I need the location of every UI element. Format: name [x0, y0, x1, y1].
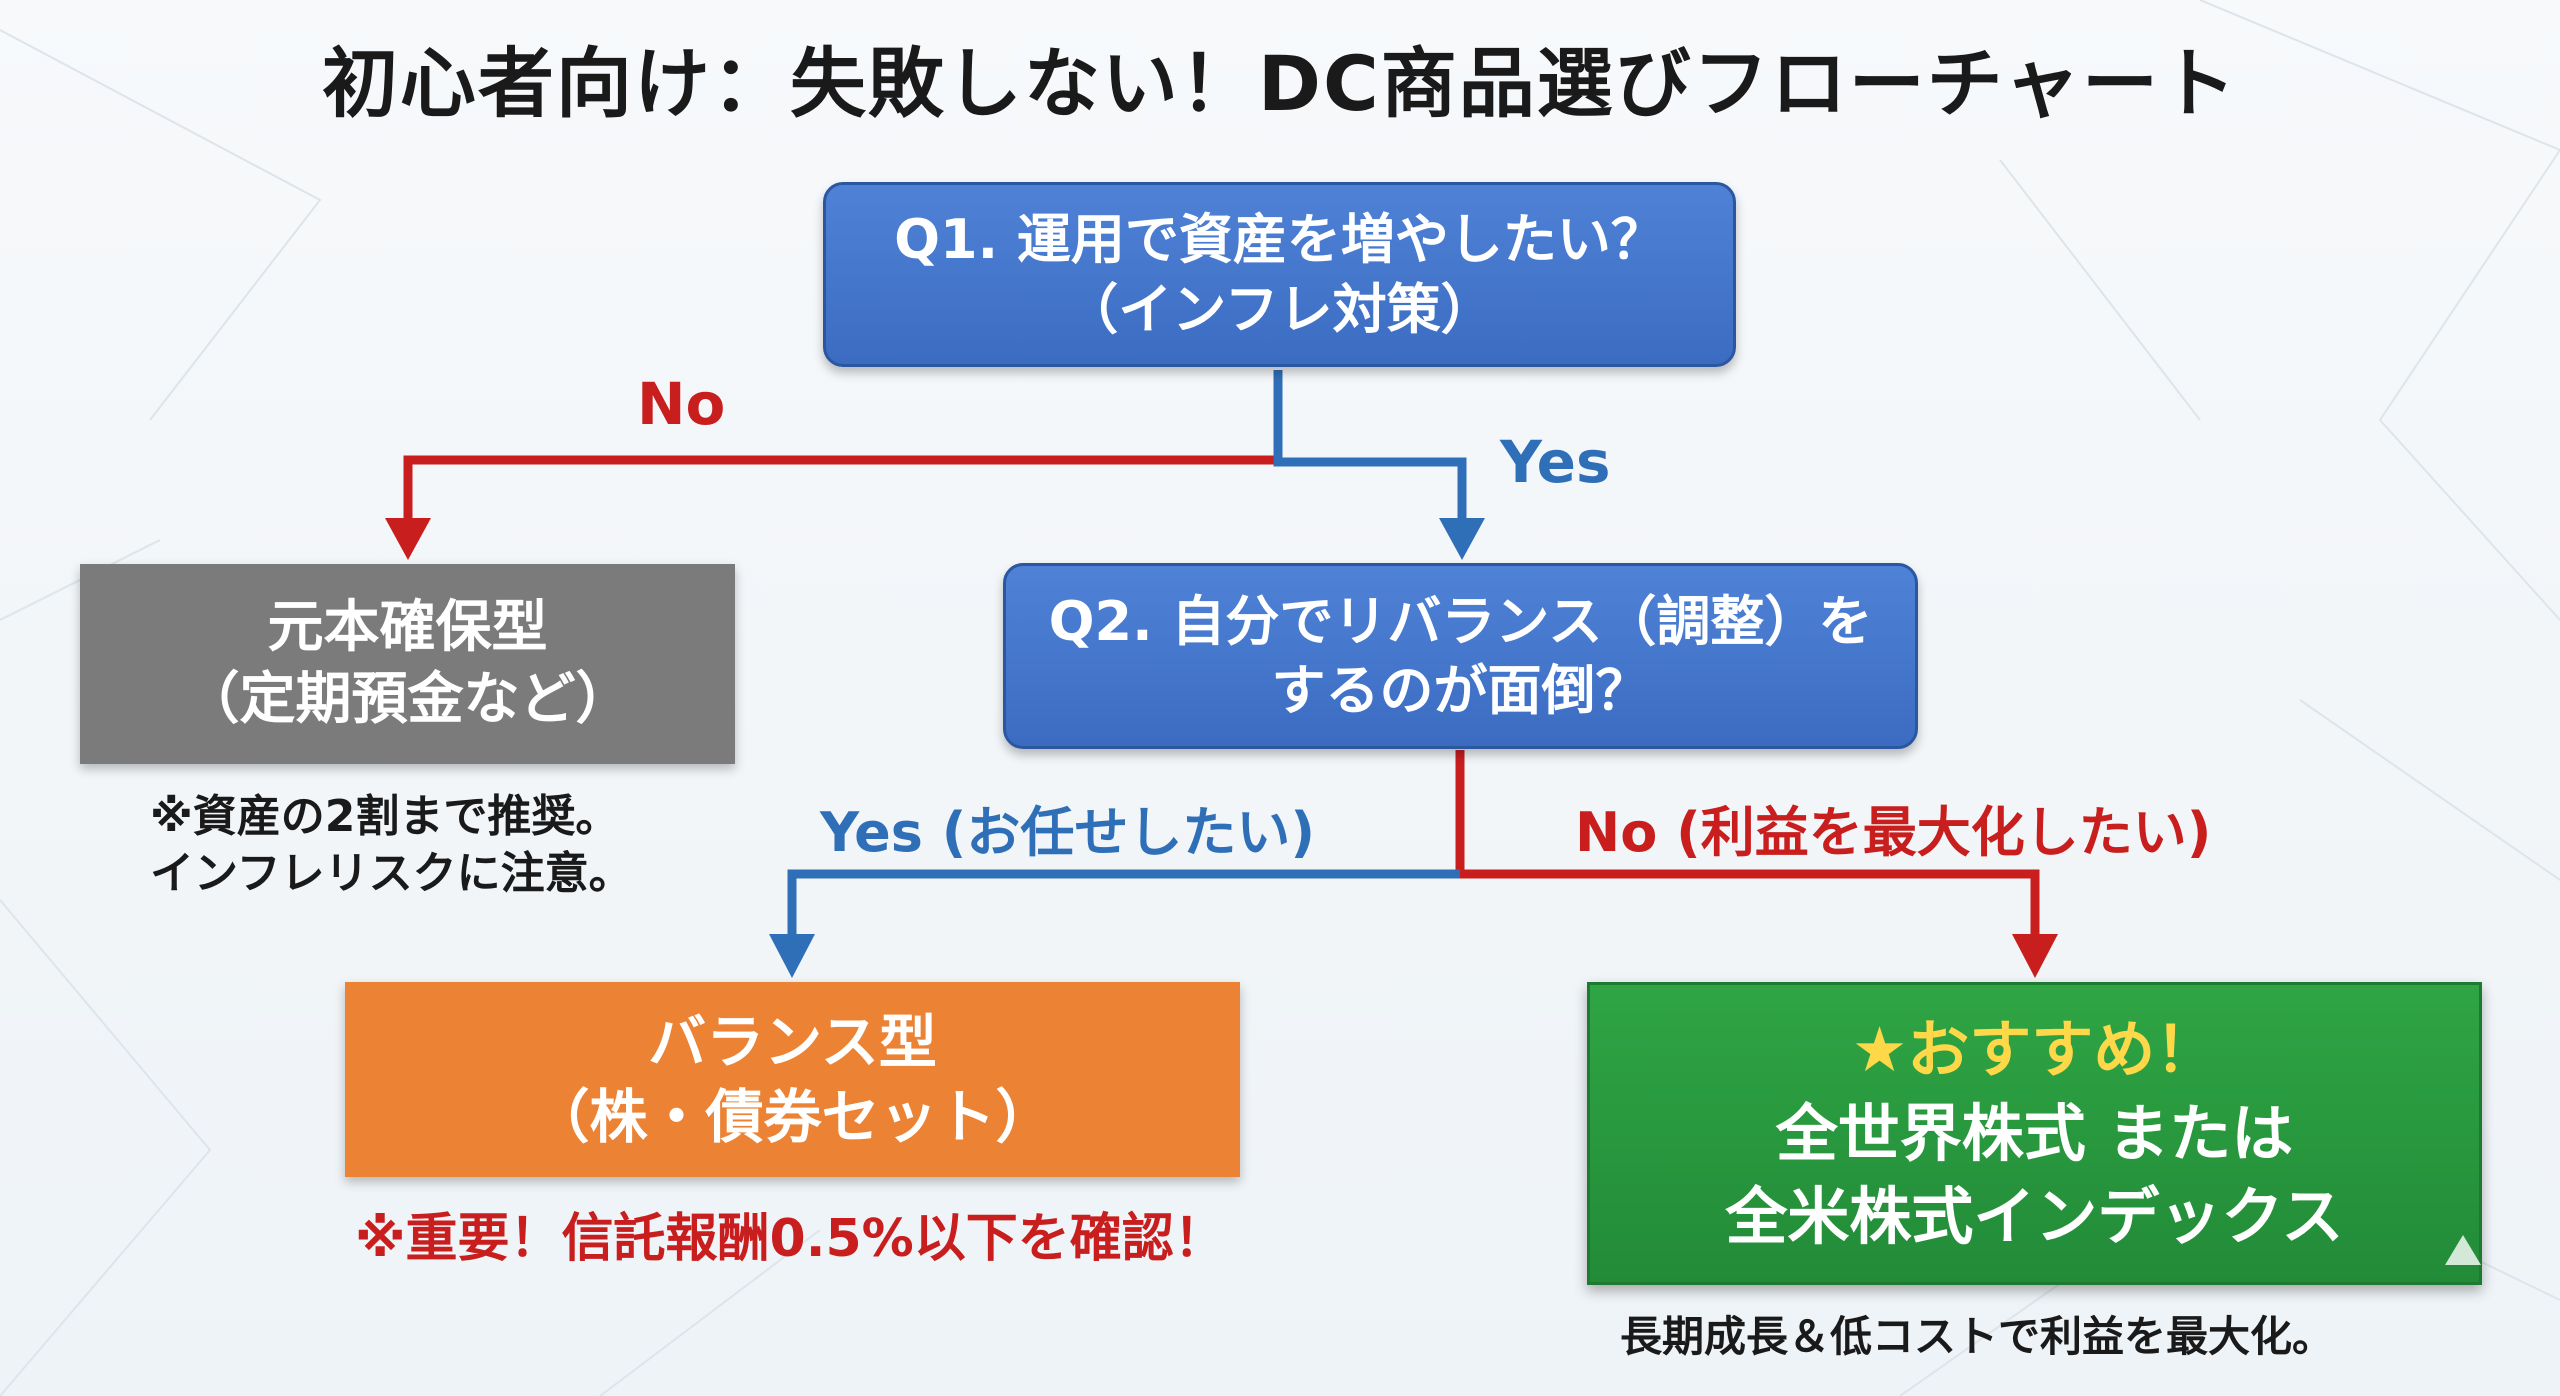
question-2-node: Q2. 自分でリバランス（調整）を するのが面倒？	[1003, 563, 1918, 749]
balanced-fund-subtitle: （株・債券セット）	[531, 1082, 1054, 1151]
balanced-fund-note: ※重要！信託報酬0.5%以下を確認！	[355, 1209, 1226, 1269]
question-1-subtext: （インフレ対策）	[1064, 277, 1495, 341]
balanced-fund-title: バランス型	[648, 1008, 937, 1077]
q1-yes-label: Yes	[1500, 428, 1611, 496]
q1-no-connector	[403, 455, 1276, 522]
question-1-text: Q1. 運用で資産を増やしたい？	[894, 208, 1665, 272]
recommended-star-heading: ★おすすめ！	[1851, 1012, 2218, 1086]
q1-no-label: No	[637, 370, 726, 438]
question-1-node: Q1. 運用で資産を増やしたい？ （インフレ対策）	[823, 182, 1736, 367]
q2-no-connector	[1455, 750, 2040, 938]
q2-yes-arrowhead	[769, 934, 815, 978]
recommended-line-2: 全米株式インデックス	[1725, 1180, 2344, 1254]
question-2-text-line-2: するのが面倒？	[1271, 659, 1650, 722]
corner-sparkle-icon	[2445, 1235, 2481, 1265]
principal-note-line-2: インフレリスクに注意。	[150, 848, 633, 900]
recommended-line-1: 全世界株式 または	[1775, 1096, 2294, 1170]
principal-guaranteed-node: 元本確保型 （定期預金など）	[80, 564, 735, 764]
q2-yes-label: Yes (お任せしたい)	[820, 801, 1316, 864]
q1-yes-connector	[1273, 370, 1467, 522]
q2-no-arrowhead	[2012, 934, 2058, 978]
recommended-index-note: 長期成長＆低コストで利益を最大化。	[1620, 1312, 2335, 1361]
principal-note-line-1: ※資産の2割まで推奨。	[150, 791, 620, 842]
q2-yes-connector	[787, 869, 1460, 938]
question-2-text-line-1: Q2. 自分でリバランス（調整）を	[1048, 589, 1873, 653]
principal-guaranteed-title: 元本確保型	[267, 595, 548, 661]
q2-no-label: No (利益を最大化したい)	[1575, 801, 2212, 864]
principal-guaranteed-note: ※資産の2割まで推奨。 インフレリスクに注意。	[150, 788, 633, 902]
page-title: 初心者向け：失敗しない！DC商品選びフローチャート	[321, 39, 2239, 128]
balanced-fund-node: バランス型 （株・債券セット）	[345, 982, 1240, 1177]
principal-guaranteed-subtitle: （定期預金など）	[183, 667, 632, 732]
q1-yes-arrowhead	[1439, 518, 1485, 560]
recommended-index-node: ★おすすめ！ 全世界株式 または 全米株式インデックス	[1587, 982, 2482, 1285]
q1-no-arrowhead	[385, 518, 431, 560]
